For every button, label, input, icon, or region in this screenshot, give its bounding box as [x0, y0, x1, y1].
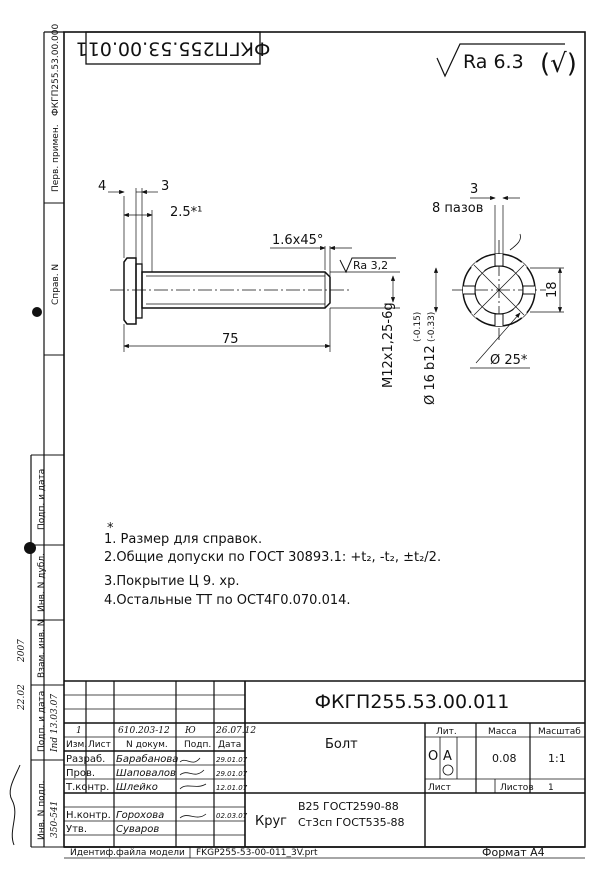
inv-podl-label: Инв. N подл. [37, 781, 47, 840]
lit-a: А [443, 749, 452, 764]
dim-16: Ø 16 b12 [423, 345, 438, 405]
bolt-head [123, 257, 137, 325]
head-ndoc: N докум. [126, 740, 168, 750]
head-data: Дата [218, 740, 241, 750]
side-handwritten-1: 2007 [17, 639, 27, 663]
note-1: 1. Размер для справок. [104, 532, 262, 547]
inv-dubl-label: Инв. N дубл. [37, 553, 47, 612]
top-stamp-text: ФКГП255.53.00.011 [76, 38, 271, 60]
vzam-inv-label: Взам. инв. N [37, 620, 47, 678]
rev-num: 1 [76, 726, 82, 736]
side-handwritten-3: Ind 13.03.07 [50, 694, 60, 753]
lit-o: О [428, 749, 438, 764]
roughness-general-sign [436, 43, 565, 78]
dim-16-tol-dn: (-0.33) [427, 312, 437, 342]
format-label: Формат А4 [482, 846, 545, 859]
title-role-label: Утв. [66, 824, 87, 835]
title-role-name: Шаповалов [116, 768, 176, 779]
head-list: Лист [88, 740, 111, 750]
dim-chamfer: 1.6x45° [272, 233, 323, 248]
material-2: Ст3сп ГОСТ535-88 [298, 816, 405, 829]
rev-date: 26.07.12 [215, 726, 256, 736]
head-izm: Изм. [66, 740, 87, 750]
title-role-label: Разраб. [66, 754, 105, 765]
dim-slots-count: 8 пазов [432, 201, 483, 216]
listov-label: Листов [500, 783, 534, 793]
note-4: 4.Остальные ТТ по ОСТ4Г0.070.014. [104, 593, 351, 608]
note-3: 3.Покрытие Ц 9. хр. [104, 574, 240, 589]
title-role-name: Горохова [116, 810, 164, 821]
punch-hole-1 [32, 307, 42, 317]
dim-3: 3 [161, 179, 169, 194]
side-handwritten-2: 22.02 [17, 684, 27, 711]
masshtab-value: 1:1 [548, 752, 566, 765]
top-stamp-box [85, 31, 261, 65]
dim-thread: M12x1,25-6g [381, 302, 396, 388]
roughness-general-paren: (√) [540, 49, 577, 79]
rev-sig: Ю [184, 726, 196, 736]
inner-frame [63, 31, 586, 848]
col-massa: Масса [488, 727, 517, 737]
title-role-label: Т.контр. [65, 782, 109, 793]
dim-2-5: 2.5*¹ [170, 205, 202, 220]
col-masshtab: Масштаб [538, 727, 581, 737]
side-signature [9, 764, 21, 846]
listov-value: 1 [548, 783, 554, 793]
punch-hole-2 [24, 542, 36, 554]
roughness-surface: Ra 3,2 [353, 259, 388, 272]
note-star: * [107, 521, 114, 536]
side-handwritten-4: 350-541 [50, 801, 60, 838]
col-lit: Лит. [436, 727, 457, 737]
title-role-name: Суваров [116, 824, 159, 835]
title-role-name: Шлейко [116, 782, 158, 793]
dim-25: Ø 25* [490, 353, 528, 368]
roughness-general-value: Ra 6.3 [463, 51, 524, 73]
rev-doc: 610.203-12 [118, 726, 170, 736]
title-designation: ФКГП255.53.00.011 [315, 691, 510, 713]
title-role-label: Н.контр. [66, 810, 111, 821]
dim-75: 75 [222, 332, 239, 347]
dim-slot-width: 3 [470, 182, 478, 197]
dim-4: 4 [98, 179, 106, 194]
podp-data-label-2: Подп. и дата [37, 691, 47, 752]
title-role-date: 29.01.07 [216, 770, 248, 778]
model-file: FKGP255-53-00-011_3V.prt [196, 848, 318, 858]
bolt-shank [141, 271, 331, 309]
sprav-label: Справ. N [51, 264, 61, 305]
head-podp: Подп. [184, 740, 211, 750]
title-role-name: Барабанова [116, 753, 178, 765]
material-prefix: Круг [255, 814, 287, 829]
title-role-date: 12.01.07 [216, 784, 248, 792]
massa-value: 0.08 [492, 752, 517, 765]
dim-18: 18 [545, 281, 560, 298]
model-label: Идентиф.файла модели [70, 848, 185, 858]
dim-16-tol-up: (-0.15) [413, 312, 423, 342]
title-role-date: 29.01.07 [216, 756, 248, 764]
perv-code: ФКГП255.53.00.000 [51, 23, 61, 116]
note-2: 2.Общие допуски по ГОСТ 30893.1: +t₂, -t… [104, 550, 441, 565]
title-role-date: 02.03.07 [216, 812, 248, 820]
title-block [64, 680, 585, 859]
material-1: В25 ГОСТ2590-88 [298, 800, 399, 813]
podp-data-label-1: Подп. и дата [37, 469, 47, 530]
list-label: Лист [428, 783, 451, 793]
title-role-label: Пров. [66, 768, 95, 779]
title-name: Болт [325, 737, 358, 752]
perv-primen-label: Перв. примен. [51, 124, 61, 192]
